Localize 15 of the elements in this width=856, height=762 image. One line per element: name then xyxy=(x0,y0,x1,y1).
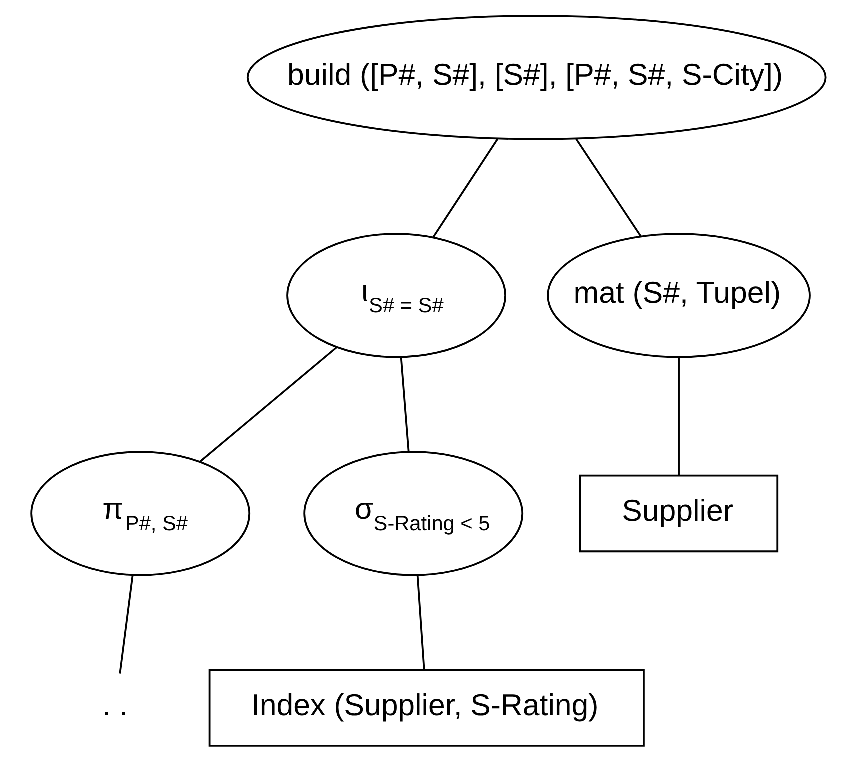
node-ellipse: σ$_{S-Rating < 5}$ xyxy=(303,451,524,576)
node-ellipse: build ([P#, S#], [S#], [P#, S#, S-City]) xyxy=(246,15,826,140)
connector xyxy=(678,358,680,476)
node-ellipse: mat (S#, Tupel) xyxy=(546,233,810,358)
connector xyxy=(400,357,410,452)
node-box: Supplier xyxy=(579,474,778,553)
connector xyxy=(575,138,642,238)
connector xyxy=(118,575,134,674)
connector xyxy=(416,575,425,670)
connector xyxy=(432,138,498,238)
node-box: Index (Supplier, S-Rating) xyxy=(208,669,644,747)
node-text: . . xyxy=(102,689,128,722)
connector xyxy=(199,347,337,463)
node-ellipse: π$_{P#, S#}$ xyxy=(30,451,250,576)
node-ellipse: ι$_{S# = S#}$ xyxy=(286,233,506,358)
